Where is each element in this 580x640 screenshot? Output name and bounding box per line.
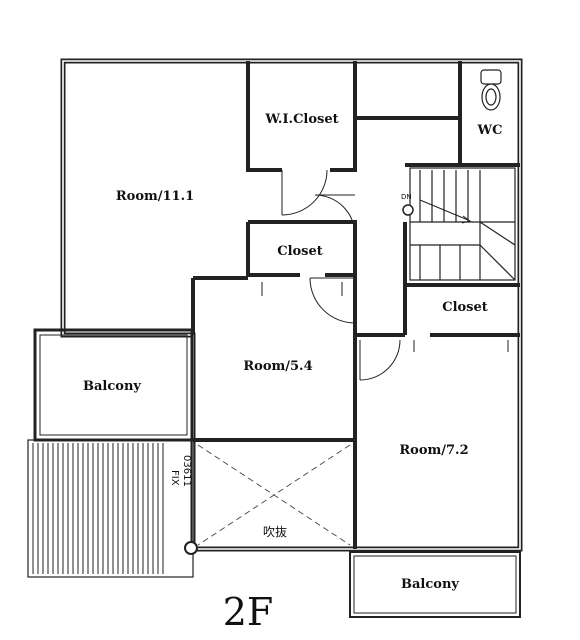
room-5-label: Room/5.4 xyxy=(243,359,312,374)
balcony-grating xyxy=(27,439,194,578)
window-fix-label: FIX xyxy=(169,470,180,486)
room-11-label: Room/11.1 xyxy=(116,189,194,204)
stair-post-icon xyxy=(402,204,414,216)
balcony-left-label: Balcony xyxy=(83,379,141,394)
void-label: 吹抜 xyxy=(263,525,287,539)
void-cross xyxy=(197,444,351,546)
wc-label: WC xyxy=(477,123,503,138)
window-code-label: 03611 xyxy=(181,455,192,487)
grating-slats xyxy=(32,443,164,574)
column-icon xyxy=(184,541,198,555)
floor-label: 2F xyxy=(223,590,274,634)
staircase xyxy=(409,167,516,281)
stair-dn-label: DN xyxy=(401,193,412,201)
closet-center-label: Closet xyxy=(277,244,323,259)
wi-closet-label: W.I.Closet xyxy=(264,112,338,127)
toilet-icon xyxy=(480,69,502,111)
interior-walls xyxy=(191,61,520,549)
closet-right-label: Closet xyxy=(442,300,488,315)
room-7-label: Room/7.2 xyxy=(399,443,468,458)
balcony-bottom xyxy=(349,551,521,618)
balcony-bottom-label: Balcony xyxy=(401,577,459,592)
door-swings xyxy=(261,169,509,381)
